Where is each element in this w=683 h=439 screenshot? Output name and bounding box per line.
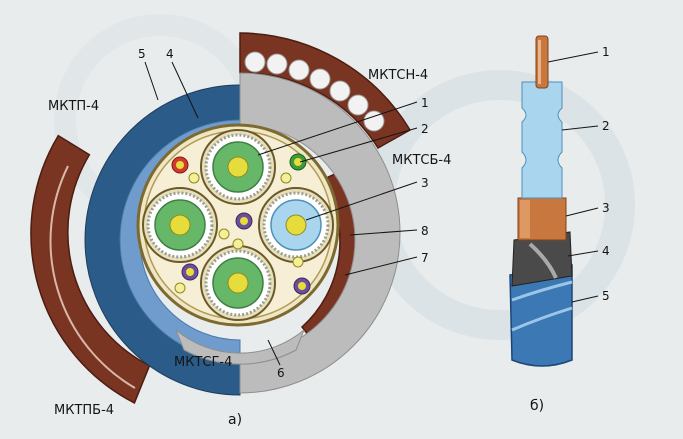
part-b-diagram: 1 2 3 4 5 б) (509, 35, 610, 414)
coax-sheath-wrap-1 (511, 280, 573, 302)
cable-core-bundle (136, 123, 340, 327)
callout-a-1: 1 (421, 96, 429, 110)
label-mktpb: МКТПБ-4 (54, 403, 114, 418)
coaxial-pair-top (200, 129, 276, 205)
mktsn-holes (244, 51, 385, 132)
part-b-leader-lines (547, 51, 599, 303)
label-mktsb: МКТСБ-4 (392, 153, 451, 168)
coaxial-pair-bottom (200, 245, 276, 321)
coax-insulation (521, 81, 563, 199)
callout-b-3: 3 (602, 201, 610, 215)
callout-a-7: 7 (421, 251, 429, 265)
mktpb-armour-stripe (49, 165, 136, 389)
coax-inner-conductor (535, 35, 549, 89)
part-a-diagram: МКТП-4 МКТСН-4 МКТСБ-4 МКТСГ-4 МКТПБ-4 5… (30, 32, 451, 428)
mkts-grey-sheath-lower (175, 329, 305, 365)
coaxial-pair-left (142, 187, 218, 263)
callout-b-1: 1 (602, 45, 610, 59)
callout-a-2: 2 (421, 122, 429, 136)
coax-screen-highlight (528, 242, 558, 279)
coaxial-pair-right (258, 187, 334, 263)
callout-b-4: 4 (602, 244, 610, 258)
label-mktsg: МКТСГ-4 (174, 355, 232, 370)
coax-outer-conductor-shade (520, 200, 530, 238)
caption-part-b: б) (530, 398, 544, 414)
label-mktp: МКТП-4 (48, 99, 99, 114)
part-a-leader-lines (144, 61, 418, 366)
label-mktsn: МКТСН-4 (368, 68, 428, 83)
callout-a-8: 8 (421, 224, 429, 238)
coax-outer-sheath (509, 264, 573, 367)
signal-wires (171, 153, 311, 295)
callout-a-3: 3 (421, 176, 429, 190)
caption-part-a: а) (228, 412, 242, 428)
mktpb-armour-segment (30, 134, 151, 404)
callout-b-2: 2 (602, 119, 610, 133)
callout-a-5: 5 (138, 47, 146, 61)
coax-inner-conductor-highlight (538, 40, 541, 84)
callout-b-5: 5 (602, 289, 610, 303)
coax-sheath-wrap-2 (511, 306, 573, 332)
callout-a-6: 6 (277, 366, 285, 380)
callout-a-4: 4 (166, 47, 174, 61)
mkts-grey-sheath (239, 72, 401, 394)
